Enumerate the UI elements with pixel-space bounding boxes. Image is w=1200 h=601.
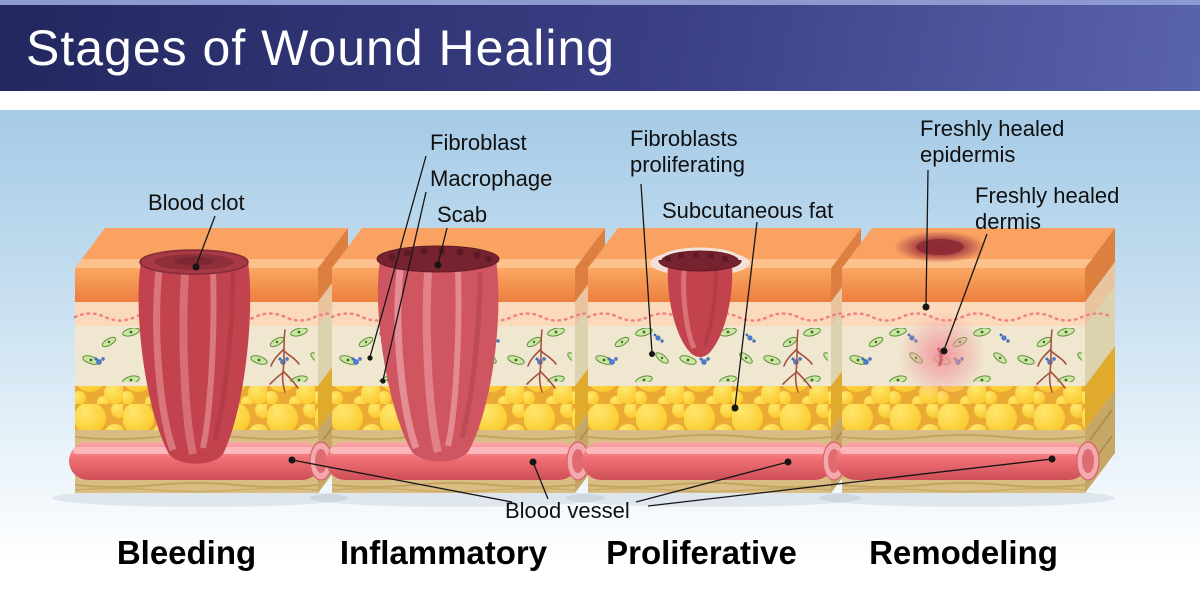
stage-name-bleeding: Bleeding	[116, 534, 257, 571]
label-fibroblasts-proliferating: Fibroblasts proliferating	[630, 126, 745, 177]
label-fibroblast: Fibroblast	[430, 130, 527, 155]
stage-name-inflammatory: Inflammatory	[339, 534, 548, 571]
diagram-area: Blood clot Fibroblast Macrophage Scab Fi…	[0, 110, 1200, 601]
label-freshly-healed-epidermis: Freshly healed epidermis	[920, 116, 1065, 167]
label-scab: Scab	[437, 202, 488, 227]
scabbed-clot-graphic	[376, 245, 500, 462]
label-blood-vessel: Blood vessel	[505, 498, 630, 523]
blood-clot-graphic	[138, 249, 251, 464]
page-title: Stages of Wound Healing	[26, 20, 616, 76]
label-freshly-healed-dermis: Freshly healed dermis	[975, 183, 1120, 234]
leader-lines	[195, 155, 1053, 507]
header-divider	[0, 91, 1200, 110]
label-subcutaneous-fat: Subcutaneous fat	[662, 198, 834, 223]
title-bar: Stages of Wound Healing	[0, 0, 1200, 91]
stage-name-proliferative: Proliferative	[606, 534, 797, 571]
label-macrophage: Macrophage	[430, 166, 553, 191]
stage-name-remodeling: Remodeling	[869, 534, 1058, 571]
healed-skin-graphic	[894, 231, 986, 399]
wound-healing-illustration	[0, 155, 1200, 601]
leader-dots	[192, 261, 1056, 466]
label-blood-clot: Blood clot	[148, 190, 245, 215]
healing-plug-graphic	[650, 247, 750, 357]
